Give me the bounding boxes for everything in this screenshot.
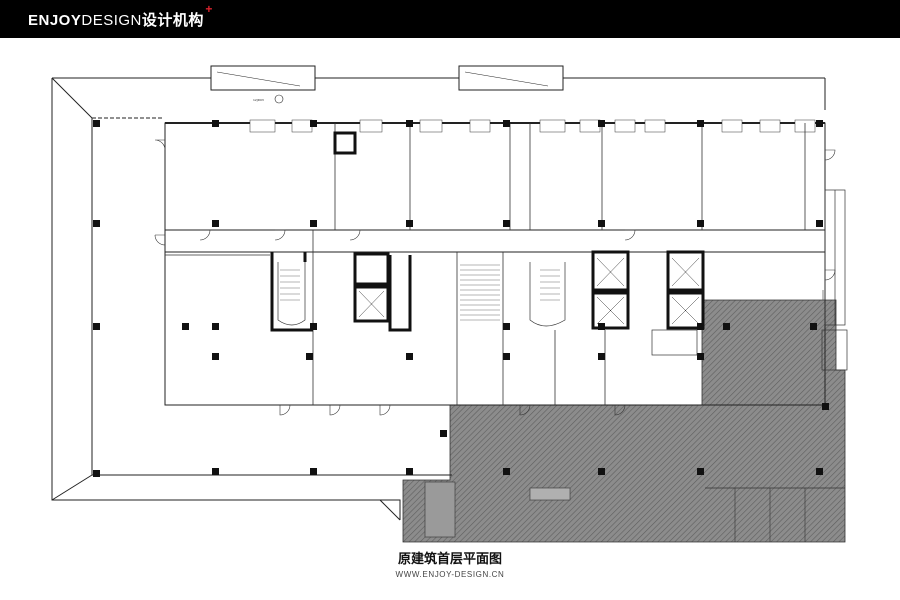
header-bar: ENJOYDESIGN设计机构 + [0,0,900,38]
canopies [210,65,564,104]
brand-logo[interactable]: ENJOYDESIGN设计机构 + [28,2,212,30]
brand-chinese: 设计机构 [141,11,204,29]
right-edge-elements [651,189,848,371]
window-band [249,119,816,133]
cores [270,131,705,332]
elevator-crosses [358,257,700,325]
brand-plus-icon: + [205,2,213,16]
north-label: 12JD03 [253,98,264,102]
website-url[interactable]: WWW.ENJOY-DESIGN.CN [395,570,505,579]
outer-envelope [51,77,826,521]
doors [154,139,836,416]
stair-landings [277,262,566,327]
brand-design: DESIGN [81,12,142,29]
floor-plan-drawing: 12JD03 [51,65,848,543]
hatched-area [402,299,846,543]
structural-columns [93,120,829,477]
drawing-title: 原建筑首层平面图 [397,552,502,567]
brand-enjoy: ENJOY [28,12,82,29]
stairs [280,264,560,321]
